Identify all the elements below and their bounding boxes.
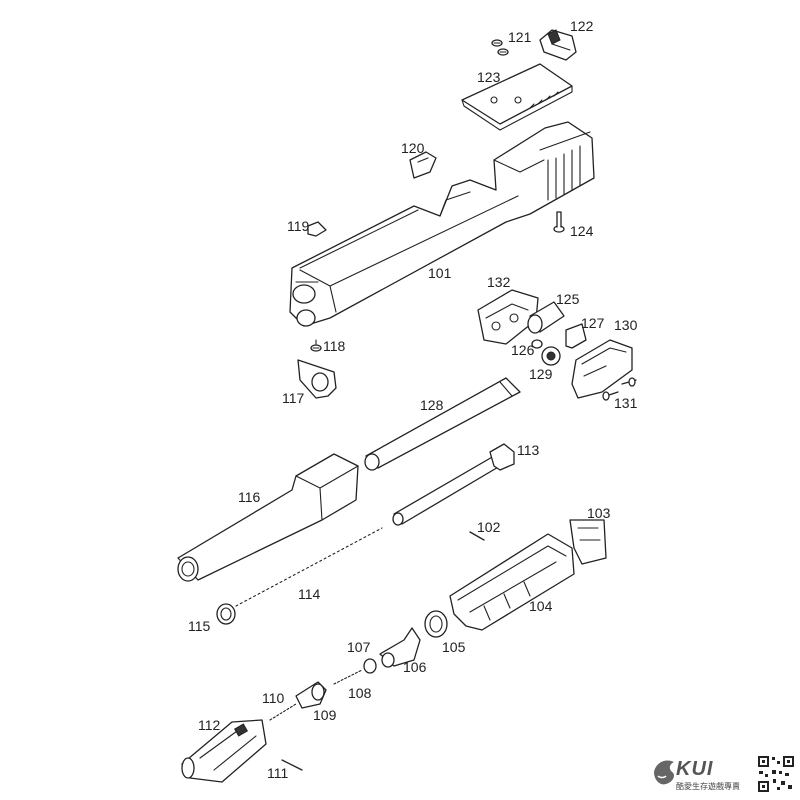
label-110: 110 <box>262 690 285 706</box>
label-125: 125 <box>556 291 580 307</box>
part-126-oring <box>531 339 543 349</box>
label-112: 112 <box>198 717 221 733</box>
part-131-screws <box>602 377 637 401</box>
label-116: 116 <box>238 489 261 505</box>
label-123: 123 <box>477 69 501 85</box>
label-108: 108 <box>348 685 372 701</box>
label-103: 103 <box>587 505 611 521</box>
label-117: 117 <box>282 390 305 406</box>
label-120: 120 <box>401 140 425 156</box>
label-121: 121 <box>508 29 532 45</box>
label-113: 113 <box>517 442 540 458</box>
part-121-screws <box>491 39 509 56</box>
label-111: 111 <box>267 765 288 781</box>
part-120 <box>409 151 437 179</box>
label-109: 109 <box>313 707 337 723</box>
part-123-top-plate <box>461 63 573 131</box>
part-116-barrel <box>177 453 359 582</box>
part-113-inner-barrel <box>392 443 515 526</box>
part-101-slide <box>289 121 595 327</box>
label-104: 104 <box>529 598 553 614</box>
part-106-valve <box>379 627 421 668</box>
part-110-spring <box>269 703 297 721</box>
brand-lion-logo-icon <box>654 760 674 785</box>
label-130: 130 <box>614 317 638 333</box>
label-122: 122 <box>570 18 594 34</box>
label-131: 131 <box>614 395 638 411</box>
label-126: 126 <box>511 342 535 358</box>
part-112-striker <box>181 719 267 783</box>
label-105: 105 <box>442 639 466 655</box>
part-117-front-block <box>297 359 337 399</box>
label-127: 127 <box>581 315 605 331</box>
brand-name: KUI <box>676 758 714 780</box>
part-119 <box>307 221 327 237</box>
part-127 <box>565 323 587 349</box>
part-128-outer-barrel <box>364 377 521 471</box>
label-106: 106 <box>403 659 427 675</box>
part-103-plate <box>569 519 607 565</box>
qr-code-icon <box>757 755 795 793</box>
part-132-hopup-housing <box>477 289 539 345</box>
label-119: 119 <box>287 218 310 234</box>
part-124-screw <box>553 211 565 233</box>
part-118 <box>310 339 322 352</box>
part-108-spring <box>333 669 363 685</box>
label-118: 118 <box>323 338 346 354</box>
label-107: 107 <box>347 639 371 655</box>
label-115: 115 <box>188 618 211 634</box>
label-128: 128 <box>420 397 444 413</box>
brand-tagline: 酷愛生存遊戲專賣 <box>676 782 740 791</box>
part-107-oring <box>363 658 377 674</box>
part-115-guide-end <box>216 603 236 625</box>
label-102: 102 <box>477 519 501 535</box>
part-129-gear <box>541 346 561 366</box>
part-111-pin <box>281 759 303 771</box>
label-101: 101 <box>428 265 452 281</box>
part-104-blowback-housing <box>449 533 575 631</box>
part-130-rear-housing <box>571 339 633 399</box>
part-125-cylinder <box>527 301 565 334</box>
label-132: 132 <box>487 274 511 290</box>
part-105-ring <box>424 610 448 638</box>
label-114: 114 <box>298 586 321 602</box>
label-129: 129 <box>529 366 553 382</box>
part-109-nozzle <box>295 681 327 709</box>
label-124: 124 <box>570 223 594 239</box>
part-122-rear-sight <box>539 29 577 61</box>
part-102-pin <box>469 531 485 541</box>
